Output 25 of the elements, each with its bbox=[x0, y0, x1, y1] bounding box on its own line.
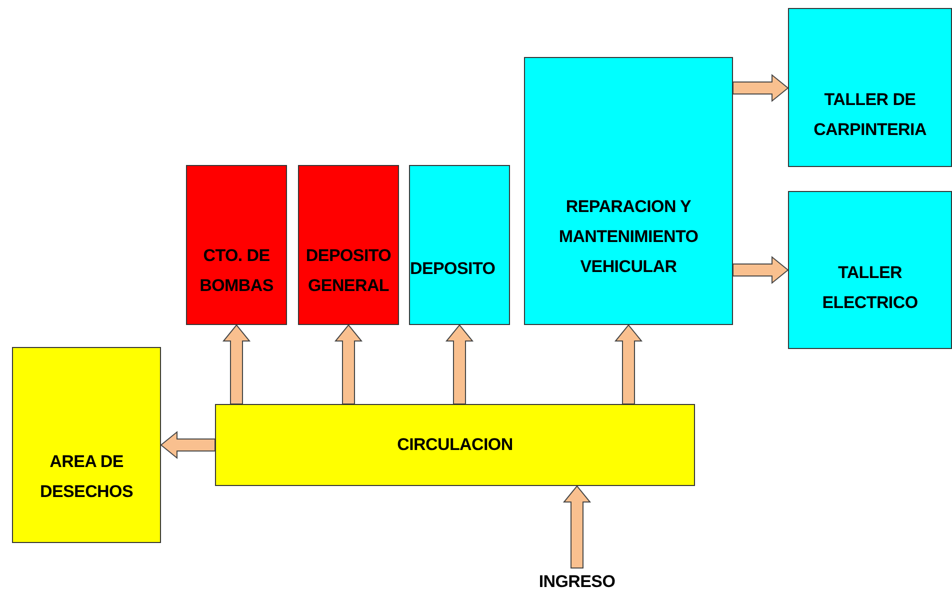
area-label: INGRESO bbox=[538, 571, 616, 593]
area-box bbox=[788, 8, 952, 167]
area-label: DEPOSITO bbox=[410, 258, 496, 280]
block-arrow bbox=[445, 324, 474, 404]
area-label: CTO. DE BOMBAS bbox=[198, 245, 274, 297]
area-box bbox=[788, 191, 952, 349]
block-arrow bbox=[614, 324, 643, 404]
area-label: AREA DE DESECHOS bbox=[38, 451, 134, 503]
area-box bbox=[12, 347, 161, 543]
area-box bbox=[186, 165, 287, 325]
area-label: DEPOSITO GENERAL bbox=[304, 245, 392, 297]
block-arrow bbox=[334, 324, 363, 404]
block-arrow bbox=[732, 74, 789, 102]
area-box bbox=[298, 165, 399, 325]
area-label: CIRCULACION bbox=[397, 434, 513, 456]
block-arrow bbox=[222, 324, 251, 404]
area-label: REPARACION Y MANTENIMIENTO VEHICULAR bbox=[558, 196, 700, 278]
area-box bbox=[409, 165, 510, 325]
area-label: TALLER DE CARPINTERIA bbox=[812, 88, 928, 140]
block-arrow bbox=[562, 485, 592, 568]
area-box bbox=[215, 404, 695, 486]
area-box bbox=[524, 57, 733, 325]
block-arrow bbox=[732, 256, 789, 284]
area-label: TALLER ELECTRICO bbox=[821, 262, 919, 314]
block-arrow bbox=[160, 430, 216, 460]
